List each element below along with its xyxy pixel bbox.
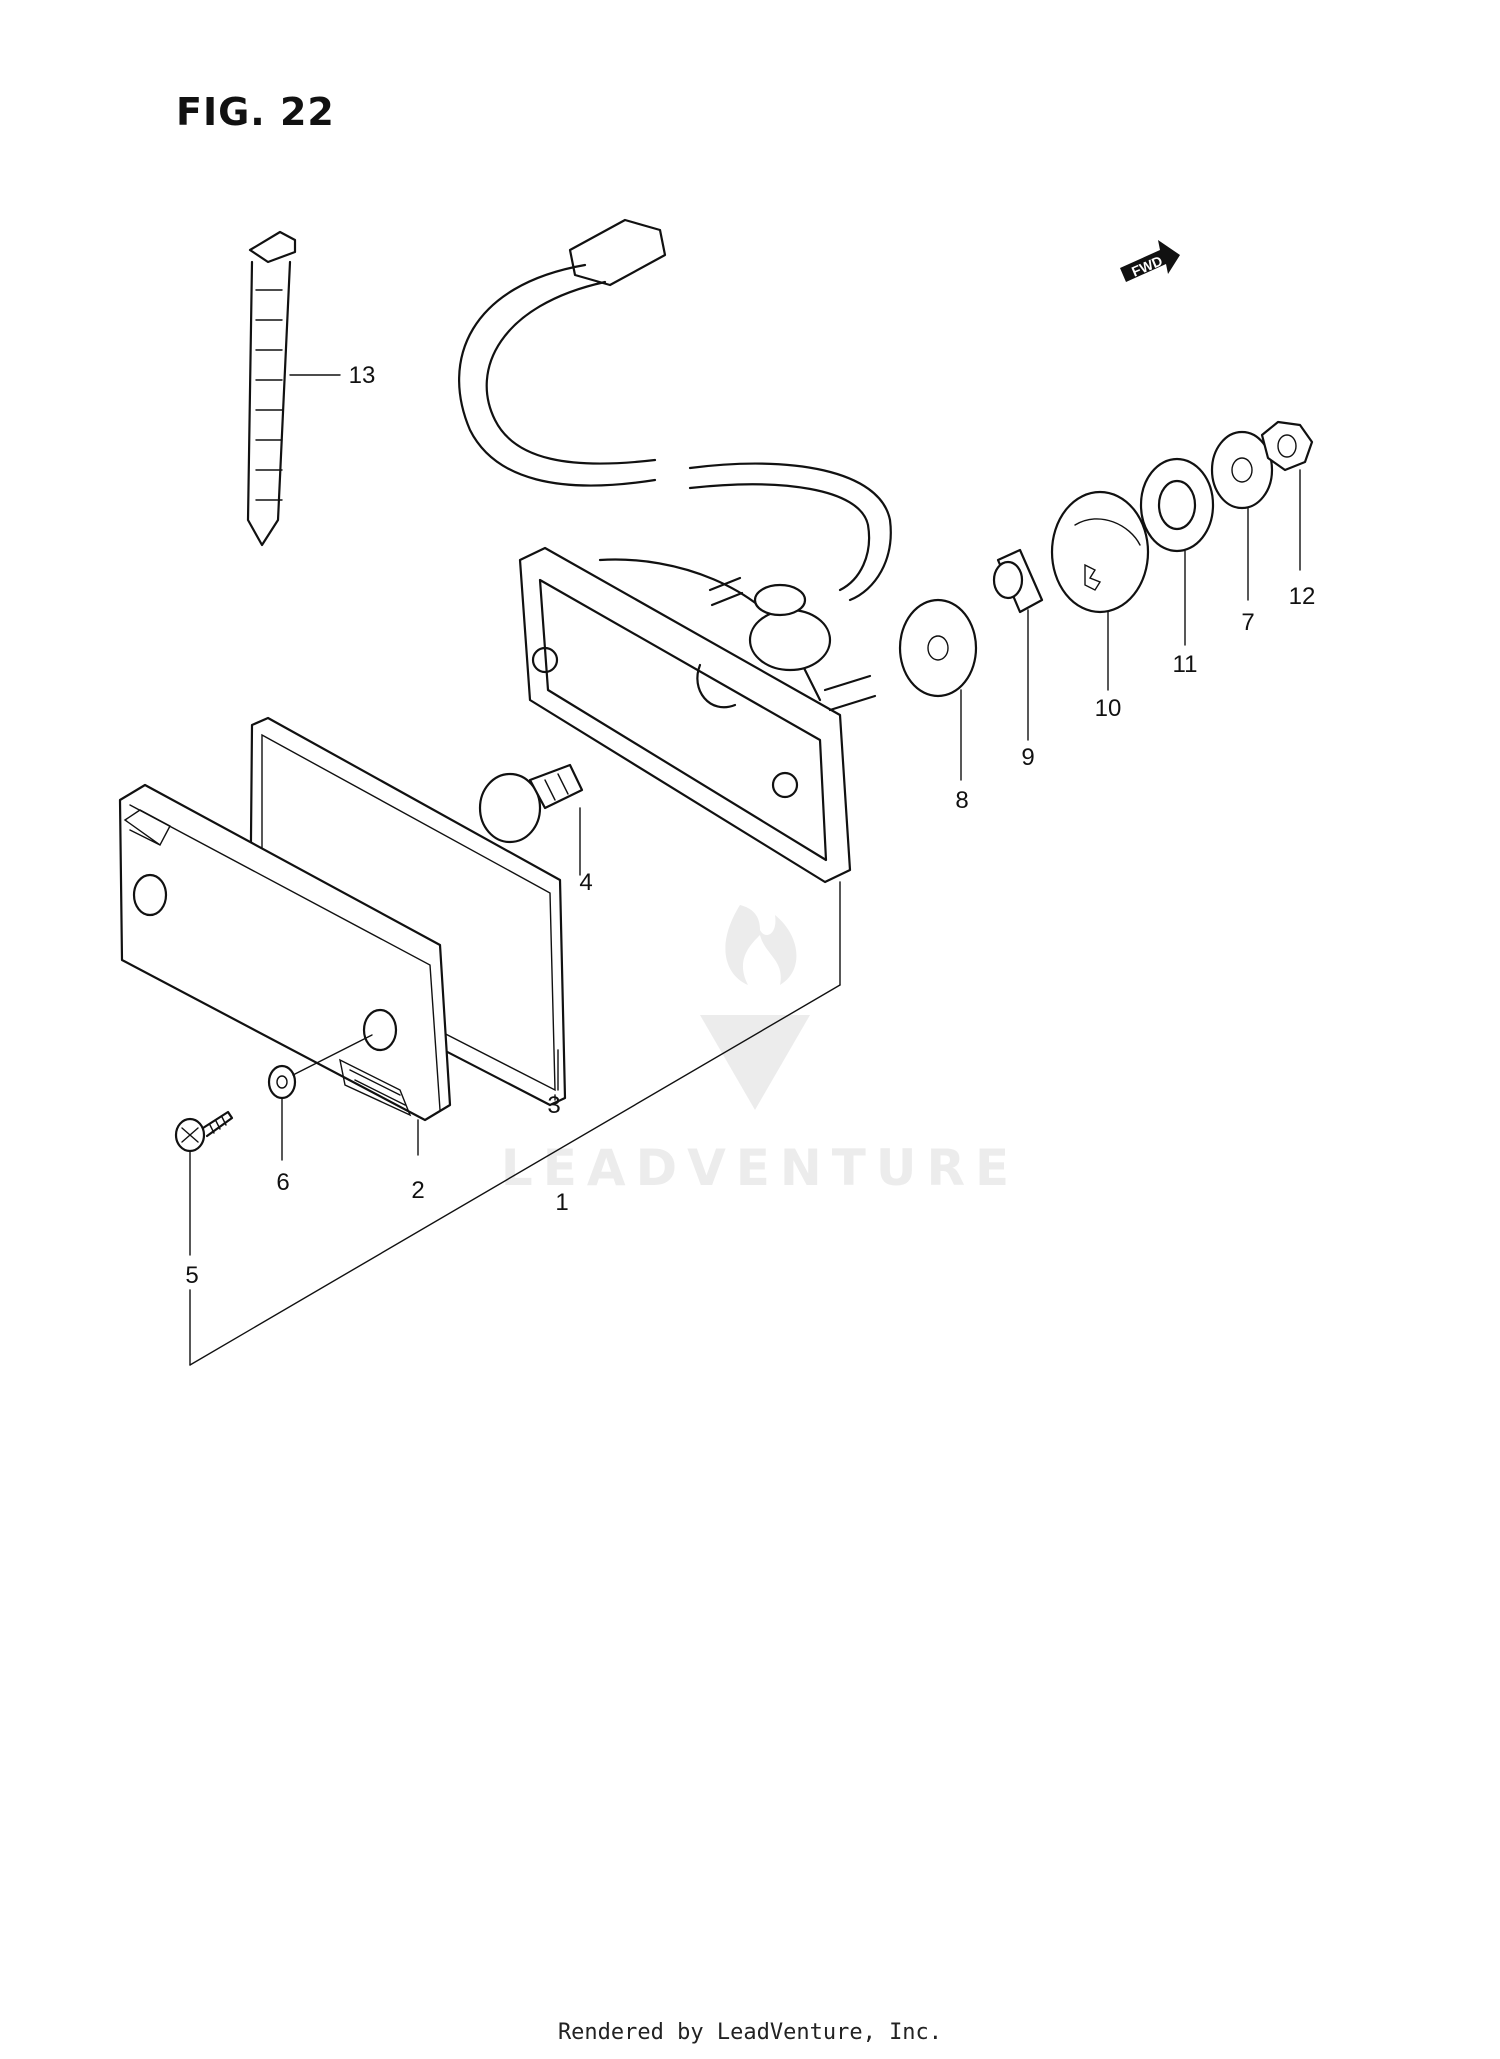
part-11-grommet <box>1139 457 1215 553</box>
part-6-washer <box>267 1064 297 1100</box>
part-5-screw <box>174 1110 234 1153</box>
wire-harness <box>458 218 892 602</box>
part-9-collar <box>992 548 1044 614</box>
callout-8: 8 <box>955 787 968 814</box>
callout-9: 9 <box>1021 744 1034 771</box>
part-10-cushion <box>1050 490 1150 614</box>
leadventure-watermark: LEADVENTURE <box>501 905 1019 1197</box>
callout-2: 2 <box>411 1177 424 1204</box>
callout-5: 5 <box>185 1262 198 1289</box>
callout-11: 11 <box>1173 651 1198 678</box>
callout-6: 6 <box>276 1169 289 1196</box>
callout-7: 7 <box>1241 609 1254 636</box>
callout-13: 13 <box>349 362 376 389</box>
part-8-washer <box>898 598 978 698</box>
part-1-lamp-housing <box>518 546 877 884</box>
callout-4: 4 <box>579 869 592 896</box>
leader-lines <box>189 374 1301 1366</box>
fwd-arrow-icon: FWD <box>1120 240 1180 282</box>
callout-10: 10 <box>1095 695 1122 722</box>
part-7-washer <box>1210 430 1274 510</box>
callout-3: 3 <box>547 1092 560 1119</box>
watermark-text: LEADVENTURE <box>501 1139 1019 1197</box>
callout-12: 12 <box>1289 583 1316 610</box>
screw-axis-line <box>292 1034 373 1076</box>
callout-labels: 1 2 3 4 5 6 7 8 9 10 11 12 13 <box>185 362 1315 1289</box>
part-13-cable-tie <box>246 230 297 547</box>
part-12-nut <box>1260 420 1314 472</box>
part-2-lens <box>118 783 452 1122</box>
callout-1: 1 <box>555 1189 568 1216</box>
part-4-bulb <box>478 763 584 844</box>
figure-title: FIG. 22 <box>176 90 335 134</box>
footer-credit: Rendered by LeadVenture, Inc. <box>557 2020 943 2045</box>
fwd-label: FWD <box>1129 252 1165 279</box>
